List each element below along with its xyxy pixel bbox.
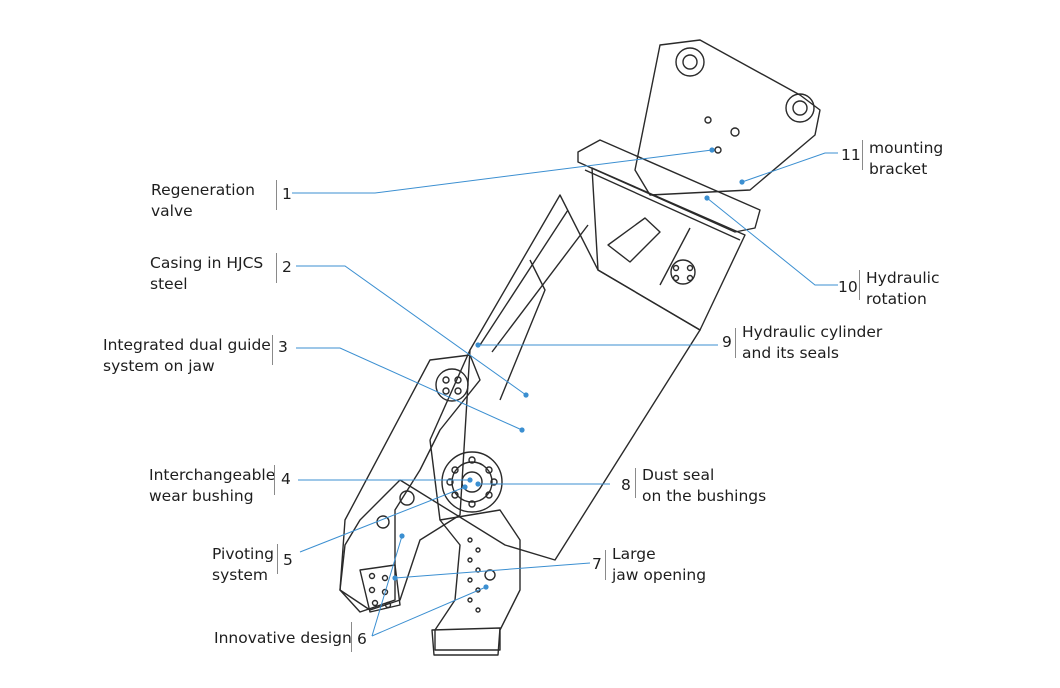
leader-6a — [371, 535, 403, 637]
callout-label-innovative-design: Innovative design — [214, 629, 352, 647]
leader-2 — [296, 265, 527, 396]
leader-lines — [292, 149, 838, 637]
callout-label-regeneration-valve: Regeneration valve — [151, 181, 255, 220]
callout-label-hydraulic-cylinder: Hydraulic cylinder and its seals — [742, 323, 883, 362]
callout-label-pivoting-system: Pivoting system — [212, 545, 275, 584]
callout-number: 4 — [281, 470, 291, 488]
upper-pivot-cluster — [435, 368, 469, 402]
leader-11 — [741, 152, 838, 183]
callout-divider — [272, 335, 273, 365]
upper-jaw-tip-plate — [359, 564, 401, 613]
callout-number: 1 — [282, 185, 292, 203]
callout-label-mounting-bracket: mounting bracket — [869, 139, 944, 178]
casing-window — [607, 217, 661, 263]
lower-jaw — [434, 509, 521, 651]
leader-6b — [371, 586, 487, 637]
callout-divider — [635, 468, 636, 498]
leader-7 — [394, 562, 591, 579]
mounting-bracket-plate — [634, 39, 821, 196]
lower-jaw-tip — [431, 627, 501, 656]
callout-number: 2 — [282, 258, 292, 276]
callout-number: 3 — [278, 338, 288, 356]
leader-1 — [292, 149, 713, 194]
rotation-bolt-cluster — [670, 259, 696, 285]
callout-divider — [277, 544, 278, 574]
callout-divider — [862, 140, 863, 170]
callout-label-hydraulic-rotation: Hydraulic rotation — [866, 269, 940, 308]
leader-3 — [296, 347, 523, 431]
callout-divider — [735, 328, 736, 358]
upper-jaw — [339, 354, 481, 613]
callout-number: 11 — [841, 146, 861, 164]
bracket-pin-hole-right — [785, 93, 815, 123]
casing-upper — [591, 167, 746, 331]
leader-endpoints — [392, 147, 745, 590]
callout-label-large-jaw-opening: Large jaw opening — [612, 545, 707, 584]
callout-number: 8 — [621, 476, 631, 494]
callout-label-dual-guide: Integrated dual guide system on jaw — [103, 336, 271, 375]
callout-divider — [276, 180, 277, 210]
leader-5 — [299, 486, 466, 553]
callout-divider — [276, 253, 277, 283]
callout-number: 6 — [357, 630, 367, 648]
callout-divider — [859, 270, 860, 300]
bracket-pin-hole-top — [675, 47, 705, 77]
callout-label-casing: Casing in HJCS steel — [150, 254, 264, 293]
rotation-ring — [577, 139, 761, 233]
callout-divider — [351, 622, 352, 652]
callout-number: 7 — [592, 555, 602, 573]
main-pivot-bushing — [441, 451, 503, 513]
callout-number: 5 — [283, 551, 293, 569]
leader-10 — [706, 197, 838, 286]
main-arm-body — [339, 194, 701, 611]
callout-label-dust-seal: Dust seal on the bushings — [642, 466, 767, 505]
callout-divider — [605, 550, 606, 580]
callout-divider — [274, 465, 275, 495]
callout-number: 9 — [722, 333, 732, 351]
callout-label-wear-bushing: Interchangeable wear bushing — [149, 466, 276, 505]
callout-number: 10 — [838, 278, 858, 296]
